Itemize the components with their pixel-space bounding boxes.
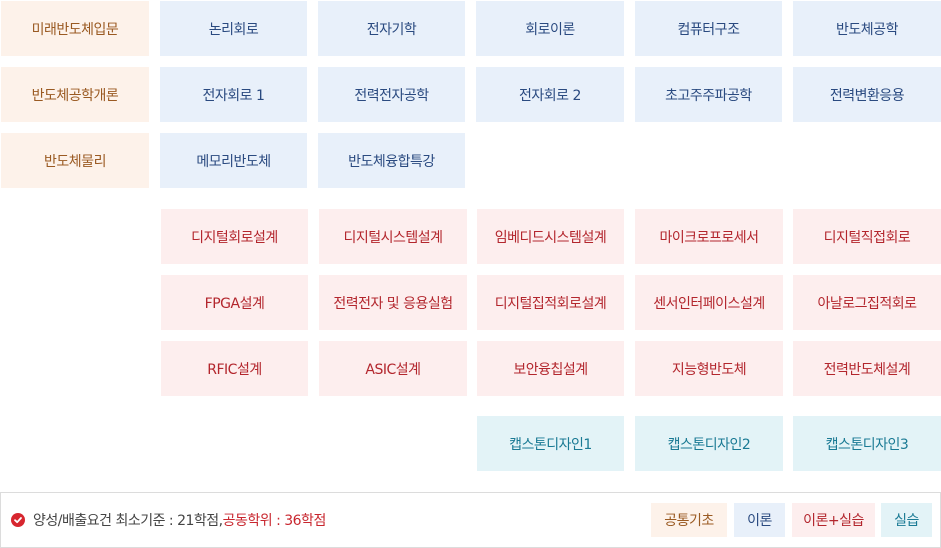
course-lab-r1-3[interactable]: 임베디드시스템설계 [477,209,624,264]
course-theory-r1-5[interactable]: 반도체공학 [793,1,941,56]
course-lab-r1-4[interactable]: 마이크로프로세서 [635,209,783,264]
course-practice-3[interactable]: 캡스톤디자인3 [793,416,941,471]
course-lab-r1-1[interactable]: 디지털회로설계 [161,209,308,264]
course-foundation-2[interactable]: 반도체공학개론 [1,67,149,122]
course-foundation-3[interactable]: 반도체물리 [1,133,149,188]
course-lab-r2-5[interactable]: 아날로그집적회로 [793,275,941,330]
course-lab-r2-3[interactable]: 디지털집적회로설계 [477,275,624,330]
course-theory-r3-2[interactable]: 반도체융합특강 [318,133,465,188]
course-practice-1[interactable]: 캡스톤디자인1 [477,416,624,471]
course-lab-r2-4[interactable]: 센서인터페이스설계 [635,275,783,330]
requirement-joint-text: 공동학위 : 36학점 [222,513,327,529]
course-theory-r1-4[interactable]: 컴퓨터구조 [635,1,782,56]
course-theory-r1-1[interactable]: 논리회로 [160,1,307,56]
course-theory-r1-3[interactable]: 회로이론 [476,1,624,56]
legend-foundation: 공통기초 [651,503,727,537]
course-theory-r2-5[interactable]: 전력변환응용 [793,67,941,122]
course-theory-r3-1[interactable]: 메모리반도체 [160,133,307,188]
requirement-min-text: 양성/배출요건 최소기준 : 21학점, [33,513,223,529]
course-lab-r3-1[interactable]: RFIC설계 [161,341,308,396]
course-theory-r2-2[interactable]: 전력전자공학 [318,67,465,122]
course-lab-r3-4[interactable]: 지능형반도체 [635,341,783,396]
course-foundation-1[interactable]: 미래반도체입문 [1,1,149,56]
check-circle-icon [11,513,25,527]
legend-theory: 이론 [734,503,785,537]
course-lab-r2-1[interactable]: FPGA설계 [161,275,308,330]
course-lab-r1-5[interactable]: 디지털직접회로 [793,209,941,264]
legend-theory-lab: 이론+실습 [792,503,875,537]
course-theory-r1-2[interactable]: 전자기학 [318,1,465,56]
requirement-note: 양성/배출요건 최소기준 : 21학점, 공동학위 : 36학점 [11,493,326,547]
course-theory-r2-3[interactable]: 전자회로 2 [476,67,624,122]
course-practice-2[interactable]: 캡스톤디자인2 [635,416,783,471]
course-lab-r3-2[interactable]: ASIC설계 [319,341,467,396]
course-lab-r2-2[interactable]: 전력전자 및 응용실험 [319,275,467,330]
course-lab-r1-2[interactable]: 디지털시스템설계 [319,209,467,264]
course-theory-r2-4[interactable]: 초고주주파공학 [635,67,782,122]
course-lab-r3-5[interactable]: 전력반도체설계 [793,341,941,396]
course-lab-r3-3[interactable]: 보안융칩설계 [477,341,624,396]
legend-practice: 실습 [881,503,932,537]
course-theory-r2-1[interactable]: 전자회로 1 [160,67,307,122]
footer-bar: 양성/배출요건 최소기준 : 21학점, 공동학위 : 36학점 공통기초 이론… [0,492,941,548]
